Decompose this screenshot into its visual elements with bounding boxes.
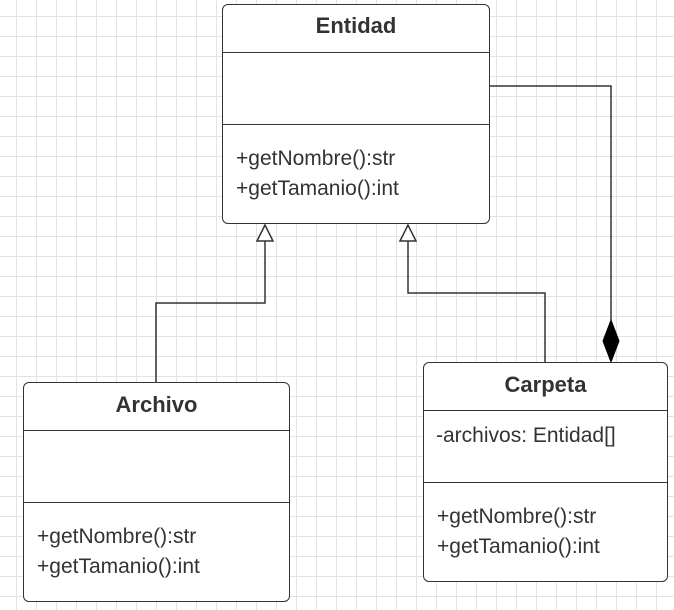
attributes-compartment-carpeta: -archivos: Entidad[] (424, 411, 667, 483)
class-attribute: -archivos: Entidad[] (436, 424, 616, 447)
class-entidad[interactable]: Entidad +getNombre():str +getTamanio():in… (222, 4, 490, 224)
composition-line (489, 85, 612, 320)
class-method: +getTamanio():int (37, 555, 200, 578)
class-name-archivo: Archivo (24, 383, 289, 431)
class-method: +getNombre():str (37, 525, 197, 548)
carpeta-inheritance-arrowhead (398, 223, 418, 242)
class-carpeta[interactable]: Carpeta -archivos: Entidad[] +getNombre(… (423, 362, 668, 582)
class-archivo[interactable]: Archivo +getNombre():str +getTamanio():in… (23, 382, 290, 602)
class-method: +getTamanio():int (437, 535, 600, 558)
class-name-entidad: Entidad (223, 5, 489, 53)
methods-compartment-carpeta: +getNombre():str +getTamanio():int (424, 483, 667, 562)
archivo-inheritance-arrowhead (255, 223, 275, 242)
class-method: +getNombre():str (236, 147, 396, 170)
carpeta-generalization-line (407, 240, 546, 362)
archivo-generalization-line (155, 240, 266, 383)
attributes-compartment-archivo (24, 431, 289, 503)
composition-diamond (602, 318, 620, 364)
class-method: +getTamanio():int (236, 177, 399, 200)
attributes-compartment-entidad (223, 53, 489, 125)
methods-compartment-archivo: +getNombre():str +getTamanio():int (24, 503, 289, 582)
class-name-carpeta: Carpeta (424, 363, 667, 411)
class-method: +getNombre():str (437, 505, 597, 528)
methods-compartment-entidad: +getNombre():str +getTamanio():int (223, 125, 489, 204)
